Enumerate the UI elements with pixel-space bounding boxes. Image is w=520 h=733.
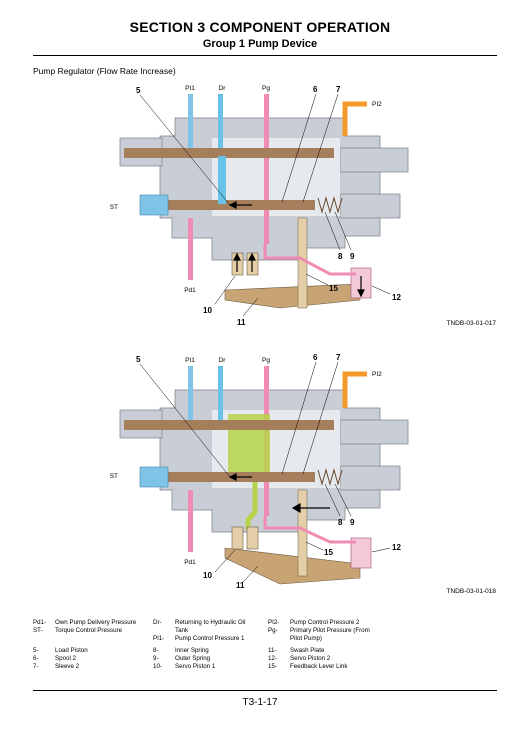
dr-passage <box>218 156 226 204</box>
servo-piston-1a <box>231 526 244 550</box>
legend-item: 5-Load Piston <box>33 647 88 654</box>
callout-11: 11 <box>236 581 245 590</box>
servo-piston-2 <box>350 537 372 569</box>
callout-12: 12 <box>392 543 401 552</box>
pi1-line <box>188 94 193 152</box>
swash-plate <box>224 283 361 309</box>
section-title: SECTION 3 COMPONENT OPERATION <box>129 19 391 35</box>
label-st: ST <box>110 204 118 211</box>
legend-item: 9-Outer Spring <box>153 655 211 662</box>
spring-8 <box>317 468 343 486</box>
servo-piston-1b <box>246 526 259 550</box>
flow-arrows <box>228 473 330 514</box>
label-pg: Pg <box>262 357 270 364</box>
callout-15: 15 <box>329 284 338 293</box>
legend-item: 8-Inner Spring <box>153 647 209 654</box>
label-pg: Pg <box>262 85 270 92</box>
callout-10: 10 <box>203 306 212 315</box>
callout-11: 11 <box>237 318 246 327</box>
pi2-line <box>342 371 367 408</box>
pi2-line <box>342 101 367 136</box>
spool-upper <box>124 148 334 158</box>
callout-15: 15 <box>324 548 333 557</box>
callout-9: 9 <box>350 518 355 527</box>
st-piston <box>139 194 169 216</box>
label-dr: Dr <box>219 357 227 364</box>
dr-line <box>218 94 223 158</box>
label-dr: Dr <box>219 85 227 92</box>
flow-arrows <box>228 201 365 298</box>
pg-feed-line <box>263 244 356 276</box>
legend-item: Dr-Returning to Hydraulic Oil <box>153 619 246 626</box>
page-number: T3-1-17 <box>242 697 278 708</box>
callout-7: 7 <box>336 353 341 362</box>
feedback-lever-link <box>297 489 308 577</box>
green-line <box>245 472 258 530</box>
legend-column-2: Dr-Returning to Hydraulic Oil Tank PI1-P… <box>153 619 278 671</box>
legend-column-3: PI2-Pump Control Pressure 2 Pg-Primary P… <box>268 619 408 671</box>
pd1-line <box>188 218 193 280</box>
header-rule <box>33 55 497 56</box>
dr-line <box>218 366 223 430</box>
callout-6: 6 <box>313 353 318 362</box>
legend-item: 10-Servo Piston 1 <box>153 663 216 670</box>
spool-upper <box>124 420 334 430</box>
legend-item: Pilot Pump) <box>290 635 322 642</box>
callout-8: 8 <box>338 518 343 527</box>
label-pi2: PI2 <box>372 101 382 108</box>
figure-caption: Pump Regulator (Flow Rate Increase) <box>33 66 176 76</box>
callout-7: 7 <box>336 85 341 94</box>
regulator-figure-1: PI1 Dr Pg PI2 ST Pd1 5 6 7 8 9 10 11 12 … <box>110 85 497 327</box>
legend-column-1: Pd1-Own Pump Delivery Pressure ST-Torque… <box>33 619 153 671</box>
legend-item: 7-Sleeve 2 <box>33 663 80 670</box>
legend-item: Pg-Primary Pilot Pressure (From <box>268 627 370 634</box>
swash-plate <box>224 547 361 585</box>
legend-item: PI2-Pump Control Pressure 2 <box>268 619 360 626</box>
label-st: ST <box>110 473 118 480</box>
regulator-figure-2: PI1 Dr Pg PI2 ST Pd1 5 6 7 8 9 10 11 12 … <box>110 353 497 595</box>
legend-item: Pd1-Own Pump Delivery Pressure <box>33 619 137 626</box>
callout-10: 10 <box>203 571 212 580</box>
callout-9: 9 <box>350 252 355 261</box>
legend-item: ST-Torque Control Pressure <box>33 627 123 634</box>
legend-item: Tank <box>175 627 189 634</box>
label-pi1: PI1 <box>185 357 195 364</box>
legend-item: PI1-Pump Control Pressure 1 <box>153 635 245 642</box>
label-pi2: PI2 <box>372 371 382 378</box>
label-pd1: Pd1 <box>184 559 196 566</box>
label-pd1: Pd1 <box>184 287 196 294</box>
label-pi1: PI1 <box>185 85 195 92</box>
callout-5: 5 <box>136 355 141 364</box>
callout-12: 12 <box>392 293 401 302</box>
legend-item: 15-Feedback Lever Link <box>268 663 348 670</box>
figure-id-1: TNDB-03-01-017 <box>447 320 497 327</box>
spring-8 <box>317 196 343 214</box>
st-piston <box>139 466 169 488</box>
callout-8: 8 <box>338 252 343 261</box>
leader-lines <box>139 361 391 583</box>
pg-line <box>264 94 269 244</box>
pi1-line <box>188 366 193 424</box>
callout-5: 5 <box>136 86 141 95</box>
leader-lines <box>139 93 391 317</box>
legend-item: 6-Spool 2 <box>33 655 76 662</box>
group-title: Group 1 Pump Device <box>202 38 318 50</box>
legend-item: 12-Servo Piston 2 <box>268 655 331 662</box>
feedback-lever-link <box>297 217 308 309</box>
pd1-line <box>188 490 193 552</box>
callout-6: 6 <box>313 85 318 94</box>
figure-id-2: TNDB-03-01-018 <box>447 588 497 595</box>
footer-rule <box>33 690 497 691</box>
legend-item: 11-Swash Plate <box>268 647 325 654</box>
pg-feed-line <box>263 516 356 544</box>
